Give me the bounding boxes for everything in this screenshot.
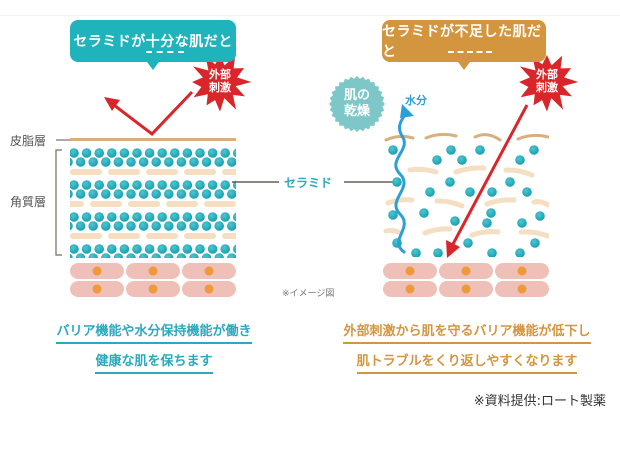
stimulus-line1: 外部 xyxy=(536,68,558,81)
source-credit: ※資料提供:ロート製薬 xyxy=(473,394,606,409)
stimulus-burst-left xyxy=(192,55,252,112)
dryness-badge-text: 肌の 乾燥 xyxy=(340,88,374,120)
stimulus-line1: 外部 xyxy=(209,68,231,81)
stimulus-line2: 刺激 xyxy=(536,81,558,94)
image-note: ※イメージ図 xyxy=(282,289,335,299)
dryness-line1: 肌の xyxy=(343,88,370,103)
stratum-corneum-label: 角質層 xyxy=(10,195,47,209)
left-caption-line2: 健康な肌を保ちます xyxy=(40,350,268,374)
sebum-layer-label: 皮脂層 xyxy=(10,134,47,148)
left-caption-text2: 健康な肌を保ちます xyxy=(95,350,213,374)
right-caption-line1: 外部刺激から肌を守るバリア機能が低下し xyxy=(322,320,612,344)
stimulus-line2: 刺激 xyxy=(209,81,231,94)
left-healthy-skin xyxy=(55,90,236,297)
right-caption-text1: 外部刺激から肌を守るバリア機能が低下し xyxy=(343,320,591,344)
moisture-escape-arrow xyxy=(394,110,410,254)
moisture-label: 水分 xyxy=(405,94,427,107)
sebum-layer-line xyxy=(70,138,236,141)
ceramide-label: セラミド xyxy=(284,176,333,190)
left-speech-bubble: セラミドが十分な肌だと xyxy=(70,20,236,70)
stimulus-label-right: 外部 刺激 xyxy=(532,68,562,94)
stimulus-label-left: 外部 刺激 xyxy=(205,68,235,94)
emphasis-dash-right xyxy=(448,51,492,53)
top-divider xyxy=(0,15,620,16)
left-caption-line1: バリア機能や水分保持機能が働き xyxy=(40,320,268,344)
dryness-line2: 乾燥 xyxy=(343,104,370,119)
left-caption-text1: バリア機能や水分保持機能が働き xyxy=(56,320,252,344)
left-bubble-text: セラミドが十分な肌だと xyxy=(73,34,233,50)
bubble-tail xyxy=(458,62,470,70)
bubble-tail xyxy=(147,62,159,70)
right-damaged-skin xyxy=(383,104,549,297)
stimulus-burst-right xyxy=(519,55,579,112)
penetrating-stimulus-arrow xyxy=(450,104,529,247)
dryness-badge xyxy=(329,76,385,132)
right-speech-bubble: セラミドが不足した肌だと xyxy=(382,20,546,70)
reflected-stimulus-arrow xyxy=(104,90,194,137)
right-caption-line2: 肌トラブルをくり返しやすくなります xyxy=(322,350,612,374)
stratum-bracket xyxy=(55,149,62,256)
right-bubble-text: セラミドが不足した肌だと xyxy=(382,24,542,60)
emphasis-dash-left xyxy=(146,51,184,53)
right-caption-text2: 肌トラブルをくり返しやすくなります xyxy=(356,350,578,374)
